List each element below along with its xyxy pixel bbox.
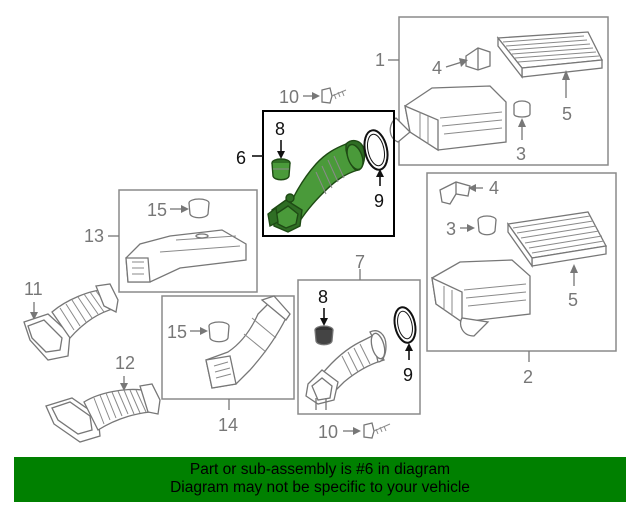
intake-hose-11: 11 <box>23 279 119 361</box>
assembly-box-14 <box>161 295 295 400</box>
air-cleaner-assembly-group-2: 2 4 3 5 <box>426 172 617 387</box>
callout-3-lower: 3 <box>446 219 456 239</box>
clip-15-upper <box>188 198 210 219</box>
callout-8-upper: 8 <box>275 119 285 139</box>
callout-13: 13 <box>84 226 104 246</box>
callout-15-lower: 15 <box>167 322 187 342</box>
air-duct-14 <box>205 295 291 389</box>
callout-8-lower: 8 <box>318 287 328 307</box>
air-cleaner-housing-upper <box>389 85 507 152</box>
callout-4-upper: 4 <box>432 58 442 78</box>
grommet-8-upper <box>271 158 291 181</box>
callout-6: 6 <box>236 148 246 168</box>
assembly-box-13 <box>118 189 258 293</box>
intake-hose-12: 12 <box>45 353 161 443</box>
grommet-3-lower <box>477 215 497 236</box>
air-cleaner-housing-lower <box>431 259 531 337</box>
bolt-10-upper: 10 <box>279 87 347 107</box>
callout-10-upper: 10 <box>279 87 299 107</box>
highlighted-part-6-group: 6 8 9 <box>236 110 395 237</box>
callout-10-lower: 10 <box>318 422 338 442</box>
bolt-10-lower: 10 <box>318 422 391 442</box>
air-duct-13 <box>125 229 247 283</box>
callout-7: 7 <box>355 252 365 272</box>
sensor-4-upper <box>465 47 491 71</box>
callout-9-lower: 9 <box>403 365 413 385</box>
footer-line-2: Diagram may not be specific to your vehi… <box>170 479 470 496</box>
o-ring-9-lower <box>393 306 417 344</box>
highlight-box-6 <box>262 110 395 237</box>
duct-group-13: 13 15 <box>84 189 258 293</box>
assembly-box-1 <box>398 16 609 166</box>
callout-5-upper: 5 <box>562 104 572 124</box>
footer-banner: Part or sub-assembly is #6 in diagram Di… <box>14 457 626 502</box>
callout-9-upper: 9 <box>374 191 384 211</box>
o-ring-9-upper <box>363 129 389 171</box>
callout-4-lower: 4 <box>489 178 499 198</box>
air-filter-element-lower <box>506 211 607 269</box>
air-filter-element-upper <box>496 31 604 79</box>
duct-group-14: 14 15 <box>161 295 295 435</box>
callout-11: 11 <box>24 279 43 299</box>
parts-diagram: 1 5 4 3 <box>23 16 617 443</box>
callout-3-upper: 3 <box>516 144 526 164</box>
grommet-3-upper <box>513 100 531 118</box>
callout-14: 14 <box>218 415 238 435</box>
callout-2: 2 <box>523 367 533 387</box>
air-cleaner-assembly-group-1: 1 5 4 3 <box>375 16 609 166</box>
callout-1: 1 <box>375 50 385 70</box>
callout-12: 12 <box>115 353 135 373</box>
grommet-8-lower <box>314 325 334 346</box>
assembly-box-2 <box>426 172 617 352</box>
intake-group-7: 7 8 9 <box>297 252 421 415</box>
air-intake-duct-6 <box>267 139 366 233</box>
air-intake-duct-7 <box>305 330 387 410</box>
callout-15-upper: 15 <box>147 200 167 220</box>
footer-line-1: Part or sub-assembly is #6 in diagram <box>189 461 451 478</box>
sensor-4-lower <box>439 181 471 205</box>
clip-15-lower <box>208 321 230 343</box>
callout-5-lower: 5 <box>568 290 578 310</box>
assembly-box-7 <box>297 279 421 415</box>
